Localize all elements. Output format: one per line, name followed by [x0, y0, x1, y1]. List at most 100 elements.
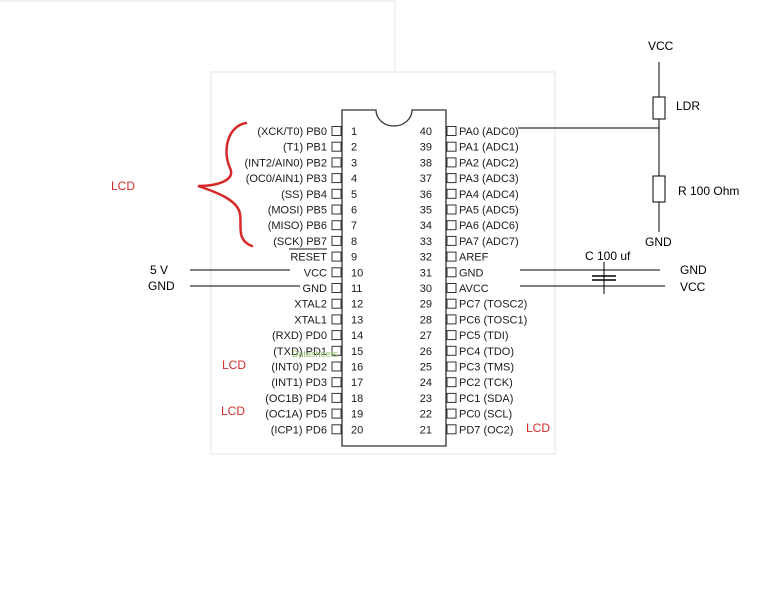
pin-pad-21 [446, 424, 457, 435]
pin-number-17: 17 [351, 377, 363, 389]
divider-vcc-label: VCC [648, 39, 674, 53]
pin-label-20: (ICP1) PD6 [271, 424, 327, 436]
pin-pad-29 [446, 298, 457, 309]
pin-label-25: PC3 (TMS) [459, 362, 514, 374]
pin-pad-16 [331, 361, 342, 372]
pin-pad-26 [446, 345, 457, 356]
pin-pad-23 [446, 392, 457, 403]
pin-pad-25 [446, 361, 457, 372]
pin-number-12: 12 [351, 299, 363, 311]
lcd-label-pd2: LCD [222, 358, 246, 372]
ldr-symbol [652, 96, 666, 120]
pin-number-38: 38 [420, 157, 432, 169]
pin-pad-31 [446, 267, 457, 278]
pin-pad-9 [331, 251, 342, 262]
pin-pad-36 [446, 188, 457, 199]
pin-number-16: 16 [351, 362, 363, 374]
pin-number-37: 37 [420, 173, 432, 185]
pin-number-6: 6 [351, 205, 357, 217]
pin-number-3: 3 [351, 157, 357, 169]
pin-label-2: (T1) PB1 [283, 142, 327, 154]
pin-label-37: PA3 (ADC3) [459, 173, 519, 185]
pin-number-30: 30 [420, 283, 432, 295]
pin-number-31: 31 [420, 267, 432, 279]
pin-number-20: 20 [351, 424, 363, 436]
datasheet-image-frame [210, 71, 556, 455]
pin-pad-14 [331, 330, 342, 341]
resistor-symbol [652, 175, 666, 203]
pin-number-1: 1 [351, 126, 357, 138]
pin-label-28: PC6 (TOSC1) [459, 314, 527, 326]
pin-label-38: PA2 (ADC2) [459, 157, 519, 169]
portb-lcd-brace [197, 121, 254, 248]
pin-pad-20 [331, 424, 342, 435]
pin-number-32: 32 [420, 252, 432, 264]
pin-label-15: (TXD) PD1 [273, 346, 327, 358]
pin-pad-27 [446, 330, 457, 341]
pin-label-29: PC7 (TOSC2) [459, 299, 527, 311]
pin-number-25: 25 [420, 362, 432, 374]
pin-label-4: (OC0/AIN1) PB3 [246, 173, 327, 185]
pin-pad-19 [331, 408, 342, 419]
pin-pad-8 [331, 235, 342, 246]
pin-label-18: (OC1B) PD4 [265, 393, 327, 405]
lcd-label-pd5: LCD [221, 404, 245, 418]
pin-number-22: 22 [420, 409, 432, 421]
pin-number-39: 39 [420, 142, 432, 154]
pin-label-3: (INT2/AIN0) PB2 [244, 157, 327, 169]
ldr-label: LDR [676, 99, 700, 113]
pin-pad-6 [331, 204, 342, 215]
pin-number-11: 11 [351, 283, 362, 295]
pin-number-29: 29 [420, 299, 432, 311]
pin-number-9: 9 [351, 252, 357, 264]
pin-label-8: (SCK) PB7 [273, 236, 327, 248]
pin-label-22: PC0 (SCL) [459, 409, 512, 421]
divider-gnd-label: GND [645, 235, 672, 249]
pin-pad-5 [331, 188, 342, 199]
pin-label-16: (INT0) PD2 [271, 362, 327, 374]
pin-label-1: (XCK/T0) PB0 [257, 126, 327, 138]
pin-label-33: PA7 (ADC7) [459, 236, 519, 248]
pin-label-7: (MISO) PB6 [268, 220, 327, 232]
pin-number-36: 36 [420, 189, 432, 201]
datasheet-watermark: Datasheets [292, 349, 338, 359]
pin-label-27: PC5 (TDI) [459, 330, 509, 342]
pin-pad-11 [331, 283, 342, 293]
pin-pad-18 [331, 392, 342, 403]
chip-body [341, 109, 447, 447]
pin-pad-35 [446, 204, 457, 215]
lcd-label-pd7: LCD [526, 421, 550, 435]
pin-number-4: 4 [351, 173, 357, 185]
pin-pad-34 [446, 220, 457, 231]
pin-number-8: 8 [351, 236, 357, 248]
pin-label-34: PA6 (ADC6) [459, 220, 519, 232]
pin-number-13: 13 [351, 314, 363, 326]
pin-number-19: 19 [351, 409, 363, 421]
pin-label-31: GND [459, 267, 484, 279]
resistor-label: R 100 Ohm [678, 184, 739, 198]
gnd-right-label: GND [680, 263, 707, 277]
pin-pad-24 [446, 377, 457, 388]
pin-pad-2 [331, 141, 342, 152]
pin-pad-39 [446, 141, 457, 152]
pin-pad-32 [446, 251, 457, 262]
pin-pad-22 [446, 408, 457, 419]
pin-label-32: AREF [459, 252, 489, 264]
pin-pad-28 [446, 314, 457, 325]
pin-number-18: 18 [351, 393, 363, 405]
pin-pad-10 [331, 267, 342, 278]
pin-label-12: XTAL2 [294, 299, 327, 311]
pin-number-28: 28 [420, 314, 432, 326]
pin-pad-15 [331, 345, 342, 356]
pin-label-24: PC2 (TCK) [459, 377, 513, 389]
pin-label-36: PA4 (ADC4) [459, 189, 519, 201]
pin-label-17: (INT1) PD3 [271, 377, 327, 389]
pin-pad-12 [331, 298, 342, 309]
pin-number-14: 14 [351, 330, 363, 342]
pin-label-9: RESET [290, 252, 327, 264]
pin-pad-30 [446, 283, 457, 293]
pin-number-5: 5 [351, 189, 357, 201]
pin-label-11: GND [303, 283, 328, 295]
